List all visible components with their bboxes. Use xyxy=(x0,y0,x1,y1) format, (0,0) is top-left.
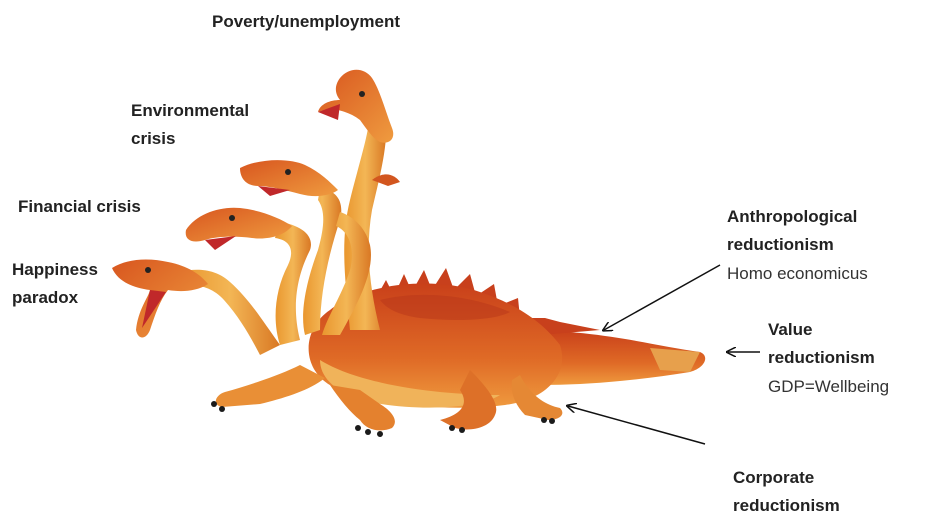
corporate-arrow xyxy=(568,406,705,444)
anthropological-arrow xyxy=(604,265,720,330)
